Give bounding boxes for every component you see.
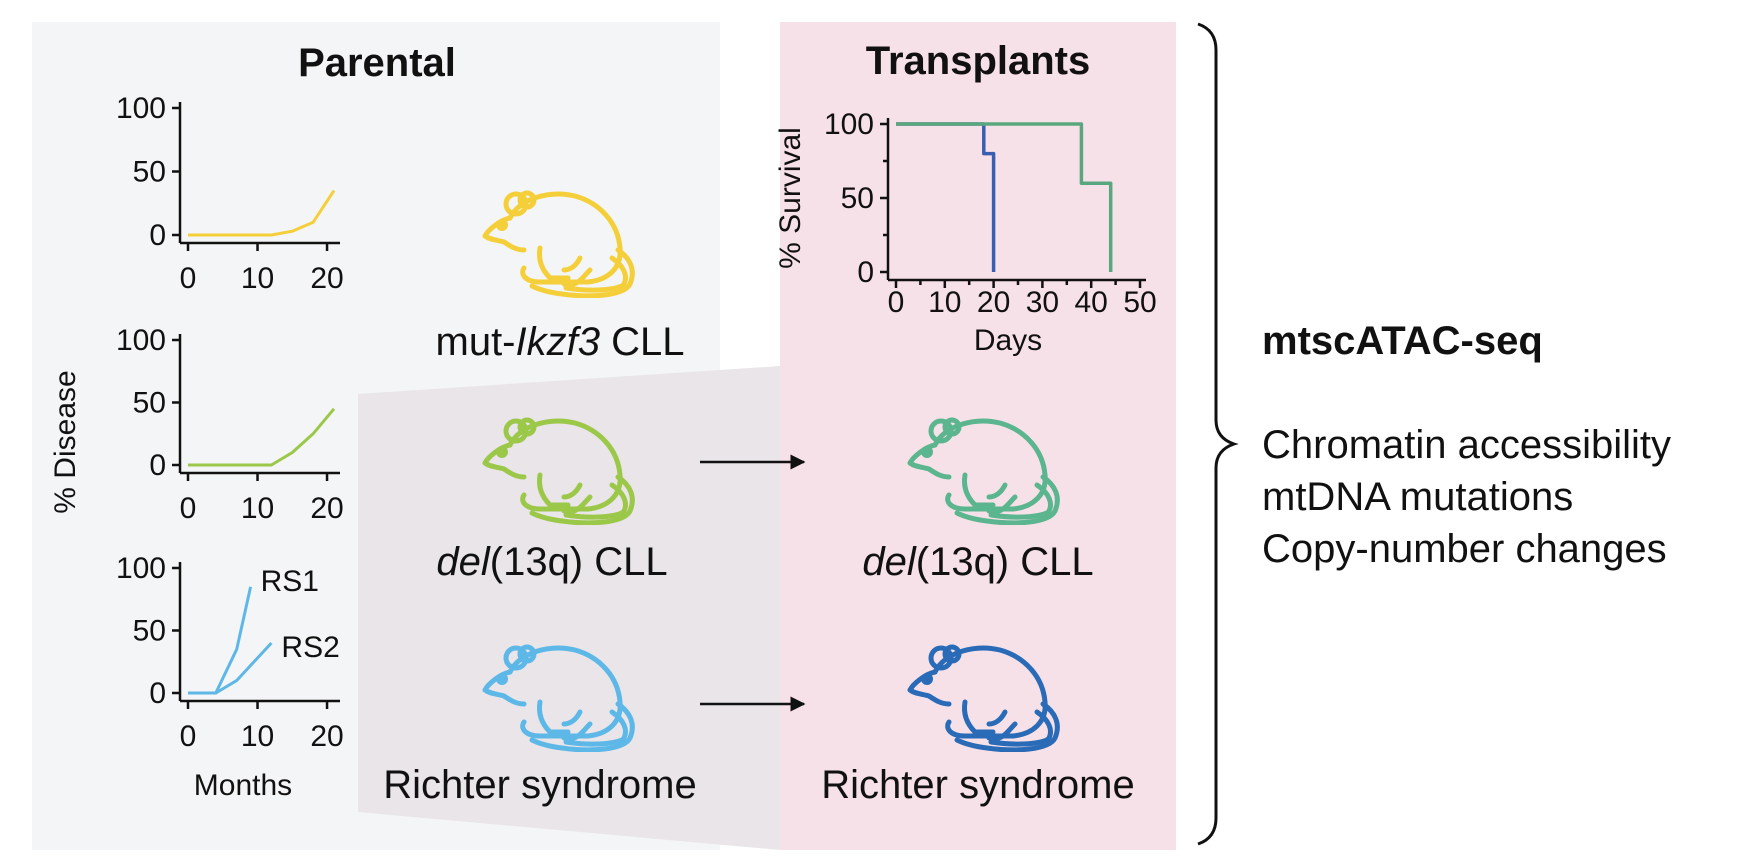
series-line bbox=[188, 407, 336, 467]
x-tick-label: 30 bbox=[1026, 286, 1059, 319]
transplants-heading: Transplants bbox=[866, 39, 1091, 83]
x-tick-label: 10 bbox=[241, 492, 274, 525]
x-tick-label: 40 bbox=[1075, 286, 1108, 319]
parental-mouse-label-1: mut-Ikzf3 CLL bbox=[436, 320, 685, 364]
y-tick-label: 0 bbox=[149, 219, 166, 252]
series-line bbox=[896, 122, 1113, 272]
x-tick-label: 20 bbox=[310, 720, 343, 753]
parental-mouse-label-3: Richter syndrome bbox=[383, 763, 696, 807]
x-tick-label: 20 bbox=[310, 262, 343, 295]
projection-overlap-bg bbox=[358, 366, 780, 850]
right-brace-icon bbox=[1197, 22, 1239, 846]
x-tick-label: 20 bbox=[310, 492, 343, 525]
y-tick-label: 100 bbox=[116, 92, 166, 125]
disease-axis-title: % Disease bbox=[49, 370, 82, 513]
transplant-mouse-label-2: Richter syndrome bbox=[821, 763, 1134, 807]
survival-axis-title: % Survival bbox=[774, 127, 807, 269]
series-label: RS1 bbox=[261, 565, 319, 598]
readout-title: mtscATAC-seq bbox=[1262, 319, 1543, 363]
x-tick-label: 10 bbox=[241, 262, 274, 295]
readout-item: Copy-number changes bbox=[1262, 527, 1667, 571]
parental-heading: Parental bbox=[298, 41, 456, 85]
days-axis-title: Days bbox=[974, 324, 1042, 357]
x-tick-label: 50 bbox=[1123, 286, 1156, 319]
months-axis-title: Months bbox=[194, 769, 292, 802]
parental-disease-chart-2: 0 50 100 0 10 20 bbox=[116, 324, 344, 525]
x-tick-label: 0 bbox=[180, 492, 197, 525]
y-tick-label: 50 bbox=[133, 156, 166, 189]
y-tick-label: 50 bbox=[133, 615, 166, 648]
y-tick-label: 50 bbox=[841, 182, 874, 215]
y-tick-label: 100 bbox=[824, 108, 874, 141]
y-tick-label: 100 bbox=[116, 552, 166, 585]
readout-item: mtDNA mutations bbox=[1262, 475, 1573, 519]
series-line bbox=[188, 189, 336, 237]
series-line bbox=[188, 641, 273, 695]
transplants-panel-bg bbox=[780, 22, 1176, 850]
readout-item: Chromatin accessibility bbox=[1262, 423, 1671, 467]
x-tick-label: 10 bbox=[241, 720, 274, 753]
y-tick-label: 0 bbox=[857, 256, 874, 289]
y-tick-label: 100 bbox=[116, 324, 166, 357]
x-tick-label: 0 bbox=[888, 286, 905, 319]
x-tick-label: 0 bbox=[180, 720, 197, 753]
y-tick-label: 0 bbox=[149, 449, 166, 482]
series-label: RS2 bbox=[281, 631, 339, 664]
y-tick-label: 0 bbox=[149, 677, 166, 710]
x-tick-label: 10 bbox=[928, 286, 961, 319]
x-tick-label: 20 bbox=[977, 286, 1010, 319]
transplant-mouse-label-1: del(13q) CLL bbox=[862, 540, 1093, 584]
y-tick-label: 50 bbox=[133, 387, 166, 420]
x-tick-label: 0 bbox=[180, 262, 197, 295]
parental-mouse-label-2: del(13q) CLL bbox=[436, 540, 667, 584]
parental-disease-chart-1: 0 50 100 0 10 20 bbox=[116, 92, 344, 295]
